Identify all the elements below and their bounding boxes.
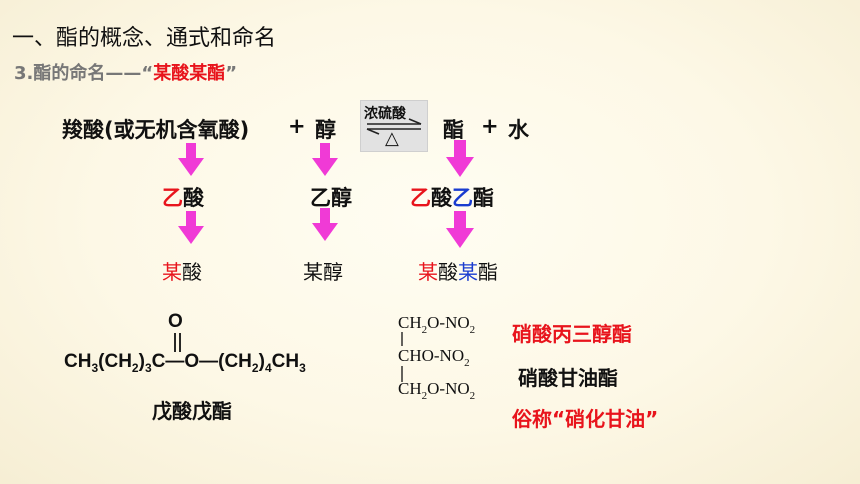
reversible-arrow-icon [366,118,422,135]
nitroglycerin-common-name: 俗称“硝化甘油” [512,407,659,431]
equation-alcohol: 醇 [315,118,336,142]
carbon-chain-bond-icon [401,332,403,382]
equation-water: 水 [508,118,529,142]
equation-ester: 酯 [443,118,464,142]
nitro-line-1: CH2O-NO2 [398,313,476,336]
nitro-line-2: CHO-NO2 [398,346,470,369]
general-acid: 某酸 [162,260,202,284]
subtitle-prefix: 3.酯的命名—— [14,63,142,84]
condition-catalyst: 浓硫酸 [364,106,406,122]
nitro-line-3: CH2O-NO2 [398,379,476,402]
nitroglycerin-name: 硝酸甘油酯 [518,366,618,390]
down-arrow-icon [446,140,474,177]
example-acid: 乙酸 [162,186,204,210]
double-bond-icon [174,333,181,352]
equation-plus-1: + [288,114,306,138]
pentyl-pentanoate-name: 戊酸戊酯 [152,399,232,423]
down-arrow-icon [178,211,204,244]
down-arrow-icon [446,211,474,248]
equation-acid: 羧酸(或无机含氧酸) [62,118,250,142]
down-arrow-icon [312,143,338,176]
down-arrow-icon [178,143,204,176]
example-ester: 乙酸乙酯 [410,186,494,210]
section-title: 一、酯的概念、通式和命名 [12,26,277,51]
reaction-condition-box: 浓硫酸 △ [360,100,428,152]
pentyl-pentanoate-formula: CH3(CH2)3C—O—(CH2)4CH3 [64,351,306,375]
down-arrow-icon [312,208,338,241]
general-alcohol: 某醇 [303,260,343,284]
subtitle-open-quote: “ [141,63,154,84]
example-alcohol: 乙醇 [310,186,352,210]
subtitle: 3.酯的命名——“某酸某酯” [14,59,237,85]
condition-heat: △ [385,128,399,149]
nitroglycerin-systematic-name: 硝酸丙三醇酯 [512,322,632,346]
equation-plus-2: + [481,114,499,138]
general-ester: 某酸某酯 [418,260,498,284]
carbonyl-oxygen: O [168,311,183,332]
subtitle-highlight: 某酸某酯 [153,63,226,84]
subtitle-close-quote: ” [225,63,238,84]
